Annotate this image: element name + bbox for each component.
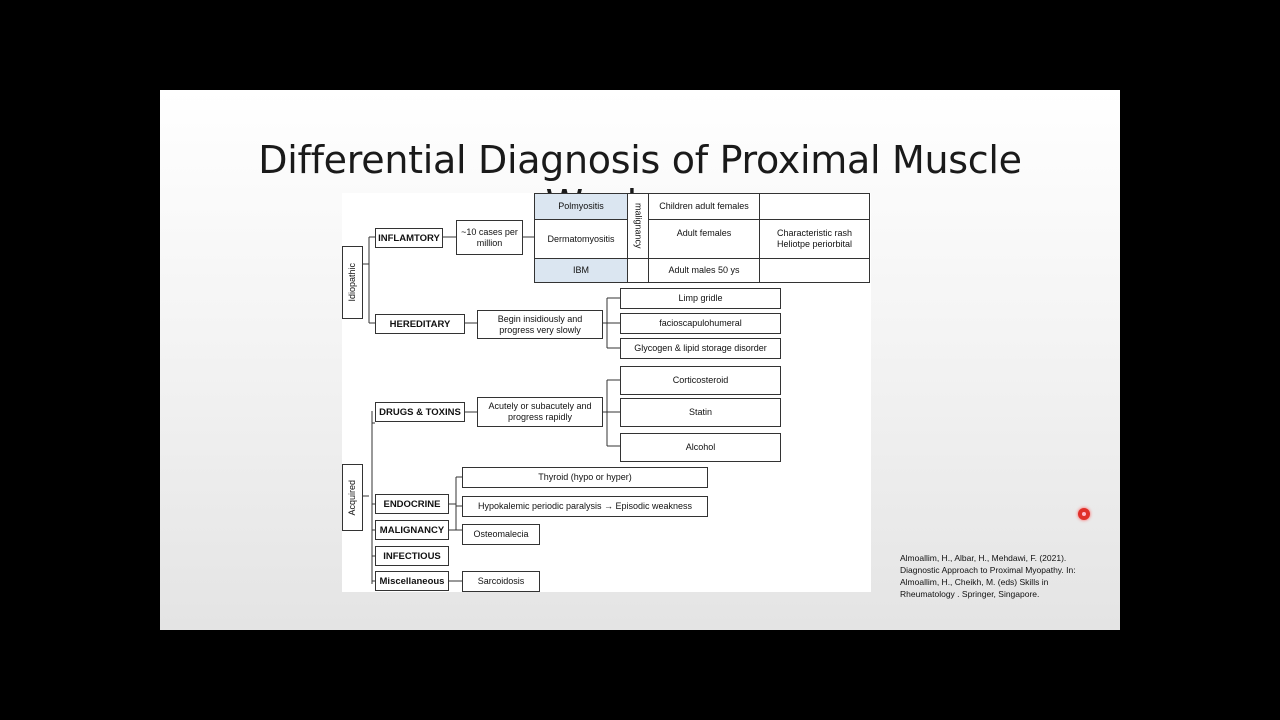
derm-population-cell: Adult females [648,219,760,259]
ibm-population-cell: Adult males 50 ys [648,258,760,283]
acutely-node: Acutely or subacutely and progress rapid… [477,397,603,427]
acquired-node: Acquired [342,464,363,531]
statin-node: Statin [620,398,781,427]
begin-insidiously-node: Begin insidiously and progress very slow… [477,310,603,339]
glycogen-lipid-node: Glycogen & lipid storage disorder [620,338,781,359]
hereditary-node: HEREDITARY [375,314,465,334]
malignancy-column-cell: malignancy [627,193,649,259]
idiopathic-node: Idiopathic [342,246,363,319]
polymyositis-cell: Polmyositis [534,193,628,220]
rash-cell: Characteristic rash Heliotpe periorbital [759,219,870,259]
record-indicator-icon [1078,508,1090,520]
empty-cell [627,258,649,283]
facioscapulohumeral-node: facioscapulohumeral [620,313,781,334]
connector-lines [362,236,620,584]
miscellaneous-node: Miscellaneous [375,571,449,591]
empty-cell [759,258,870,283]
limp-gridle-node: Limp gridle [620,288,781,309]
malignancy-node: MALIGNANCY [375,520,449,540]
acquired-label: Acquired [347,479,357,516]
corticosteroid-node: Corticosteroid [620,366,781,395]
osteomalecia-node: Osteomalecia [462,524,540,545]
ibm-cell: IBM [534,258,628,283]
dermatomyositis-cell: Dermatomyositis [534,219,628,259]
endocrine-node: ENDOCRINE [375,494,449,514]
slide: Differential Diagnosis of Proximal Muscl… [160,90,1120,630]
alcohol-node: Alcohol [620,433,781,462]
sarcoidosis-node: Sarcoidosis [462,571,540,592]
drugs-toxins-node: DRUGS & TOXINS [375,402,465,422]
inflamtory-node: INFLAMTORY [375,228,443,248]
poly-population-cell: Children adult females [648,193,760,220]
idiopathic-label: Idiopathic [347,263,357,302]
malignancy-column-label: malignancy [633,203,644,249]
thyroid-node: Thyroid (hypo or hyper) [462,467,708,488]
cases-node: ~10 cases per million [456,220,523,255]
hypokalemic-node: Hypokalemic periodic paralysis → Episodi… [462,496,708,517]
citation-text: Almoallim, H., Albar, H., Mehdawi, F. (2… [900,553,1076,599]
diagnosis-tree-diagram: Idiopathic Acquired INFLAMTORY ~10 cases… [342,193,871,592]
infectious-node: INFECTIOUS [375,546,449,566]
empty-cell [759,193,870,220]
